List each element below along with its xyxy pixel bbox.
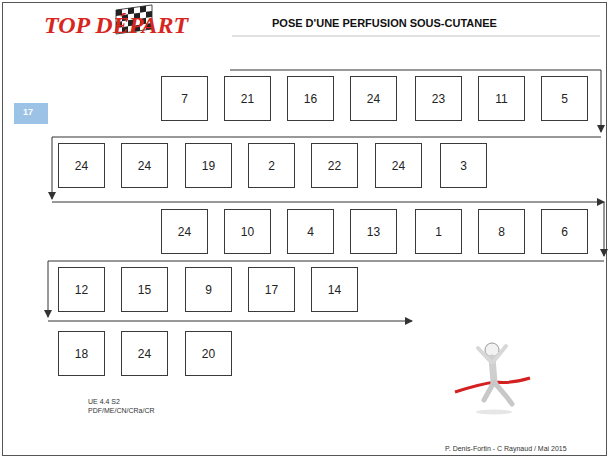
slide-number-tab (14, 103, 48, 124)
step-box: 19 (185, 143, 232, 188)
runner-illustration (455, 343, 530, 415)
step-box: 24 (375, 143, 422, 188)
step-box: 10 (224, 209, 271, 254)
step-number: 22 (328, 159, 341, 173)
step-number: 24 (367, 92, 380, 106)
step-number: 6 (561, 225, 568, 239)
step-number: 16 (304, 92, 317, 106)
step-box: 8 (478, 209, 525, 254)
step-box: 21 (224, 76, 271, 121)
step-number: 15 (138, 283, 151, 297)
step-number: 19 (202, 159, 215, 173)
logo-text: TOP DÉPART (44, 12, 188, 39)
step-number: 13 (367, 225, 380, 239)
step-number: 5 (561, 92, 568, 106)
step-box: 16 (287, 76, 334, 121)
step-box: 6 (541, 209, 588, 254)
step-number: 2 (268, 159, 275, 173)
step-number: 17 (265, 283, 278, 297)
step-box: 23 (415, 76, 462, 121)
step-box: 17 (248, 267, 295, 312)
header-rule (232, 36, 600, 37)
step-number: 1 (435, 225, 442, 239)
step-box: 7 (161, 76, 208, 121)
step-number: 24 (75, 159, 88, 173)
slide-title: POSE D'UNE PERFUSION SOUS-CUTANEE (272, 17, 497, 29)
step-number: 24 (392, 159, 405, 173)
step-number: 7 (181, 92, 188, 106)
step-number: 18 (75, 347, 88, 361)
slide-frame (3, 3, 607, 456)
step-box: 9 (185, 267, 232, 312)
step-box: 2 (248, 143, 295, 188)
step-box: 11 (478, 76, 525, 121)
step-number: 12 (75, 283, 88, 297)
step-number: 11 (495, 92, 507, 106)
step-box: 24 (121, 143, 168, 188)
step-number: 4 (307, 225, 314, 239)
step-box: 24 (161, 209, 208, 254)
step-number: 14 (328, 283, 341, 297)
step-box: 22 (311, 143, 358, 188)
step-box: 13 (350, 209, 397, 254)
step-number: 24 (178, 225, 191, 239)
step-box: 3 (440, 143, 487, 188)
step-box: 4 (287, 209, 334, 254)
author-initials: PDF/ME/CN/CRa/CR (88, 407, 155, 414)
step-number: 9 (205, 283, 212, 297)
step-box: 12 (58, 267, 105, 312)
step-number: 23 (432, 92, 445, 106)
step-number: 21 (241, 92, 254, 106)
step-box: 24 (350, 76, 397, 121)
step-box: 18 (58, 331, 105, 376)
step-number: 24 (138, 347, 151, 361)
step-box: 1 (415, 209, 462, 254)
step-box: 15 (121, 267, 168, 312)
step-box: 24 (58, 143, 105, 188)
step-box: 5 (541, 76, 588, 121)
slide-number: 17 (23, 107, 33, 117)
step-number: 20 (202, 347, 215, 361)
credit-note: P. Denis-Fortin - C Raynaud / Mai 2015 (445, 445, 567, 452)
course-code: UE 4.4 S2 (88, 398, 120, 405)
snake-path (48, 70, 604, 321)
step-box: 20 (185, 331, 232, 376)
step-number: 3 (460, 159, 467, 173)
step-number: 24 (138, 159, 151, 173)
step-box: 24 (121, 331, 168, 376)
step-box: 14 (311, 267, 358, 312)
step-number: 8 (498, 225, 505, 239)
step-number: 10 (241, 225, 254, 239)
